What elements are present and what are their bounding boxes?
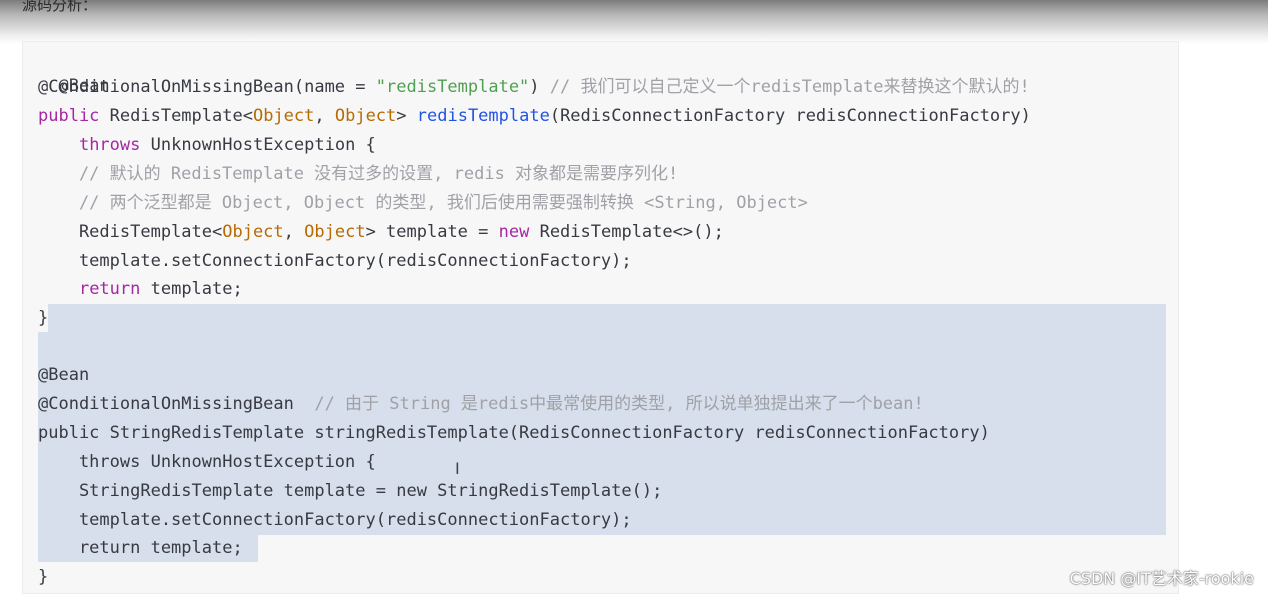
keyword: return [78,279,141,299]
type-param: Object [252,106,315,126]
code-line-17: template.setConnectionFactory(redisConne… [38,510,632,530]
watermark: CSDN @IT艺术家-rookie [1069,569,1254,588]
code-line-6: // 两个泛型都是 Object, Object 的类型, 我们后使用需要强制转… [38,193,808,213]
code-line-5: // 默认的 RedisTemplate 没有过多的设置, redis 对象都是… [38,164,679,184]
code-line-7: RedisTemplate<Object, Object> template =… [38,218,724,246]
code-line-13: @ConditionalOnMissingBean // 由于 String 是… [38,390,924,418]
code-line-1: @Bean [38,44,110,100]
code-line-8: template.setConnectionFactory(redisConne… [38,251,632,271]
keyword: new [498,222,530,242]
annotation: @ConditionalOnMissingBean [38,394,294,414]
code-line-9: return template; [38,275,243,303]
type-name: RedisTemplate< [99,106,253,126]
code-line-18: return template; [38,538,243,558]
code-line-3: public RedisTemplate<Object, Object> red… [38,102,1031,130]
code-line-4: throws UnknownHostException { [38,131,376,159]
keyword: public [38,106,100,126]
type-param: Object [304,222,366,242]
indent [38,279,79,299]
constructor: RedisTemplate<>(); [529,222,724,242]
punctuation: , [314,106,335,126]
indent [38,135,79,155]
section-heading: 源码分析： [22,0,98,14]
string-literal: "redisTemplate" [375,77,530,97]
exception: UnknownHostException { [140,135,376,155]
code-line-14: public StringRedisTemplate stringRedisTe… [38,423,990,443]
selection-highlight [48,304,1166,332]
type-param: Object [334,106,397,126]
method-name: redisTemplate [416,106,550,126]
punctuation: > [396,106,417,126]
code-line-10: } [38,308,49,328]
code-line-16: StringRedisTemplate template = new Strin… [38,481,663,501]
comment: // 由于 String 是redis中最常使用的类型, 所以说单独提出来了一个… [293,394,924,414]
params: (RedisConnectionFactory redisConnectionF… [549,106,1031,126]
punctuation: , [283,222,305,242]
annotation: @ConditionalOnMissingBean(name = [38,77,376,97]
keyword: throws [78,135,141,155]
type-name: RedisTemplate< [38,222,223,242]
punctuation: ) [529,77,540,97]
top-shade [0,0,1268,44]
code-line-2: @ConditionalOnMissingBean(name = "redisT… [38,73,1030,101]
selection-highlight [38,332,1166,535]
type-param: Object [222,222,284,242]
text-cursor-icon: I [455,459,460,478]
comment: // 我们可以自己定义一个redisTemplate来替换这个默认的! [539,77,1030,97]
code-line-19: } [38,567,49,587]
assignment: > template = [365,222,499,242]
code-line-15: throws UnknownHostException { [38,452,376,472]
annotation: @Bean [58,76,110,96]
return-value: template; [140,279,243,299]
code-line-12: @Bean [38,365,90,385]
selection-highlight [38,535,258,562]
